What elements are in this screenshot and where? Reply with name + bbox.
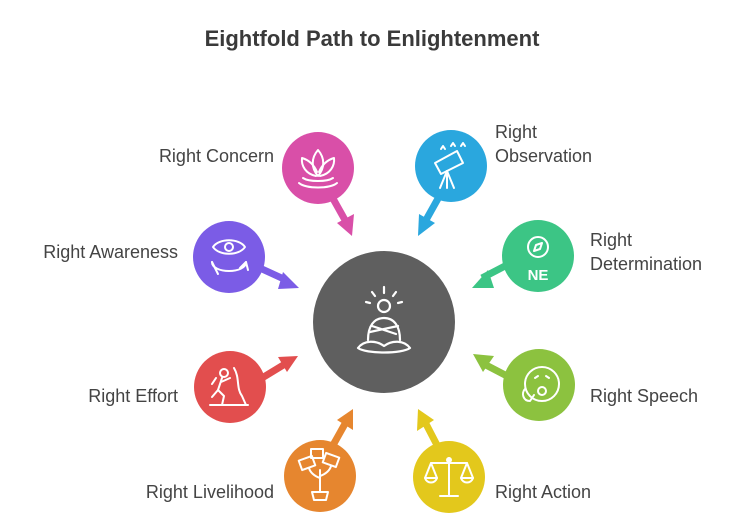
- diagram-title: Eightfold Path to Enlightenment: [204, 26, 540, 51]
- outer-nodes: NE: [193, 130, 575, 513]
- label-speech: Right Speech: [590, 386, 699, 406]
- connector-livelihood: [328, 409, 353, 449]
- climber-icon: [209, 367, 249, 406]
- balance-scale-icon: [424, 457, 474, 497]
- connector-line: [482, 360, 509, 380]
- label-determination: Right Determination: [590, 230, 703, 274]
- label-concern: Right Concern: [158, 146, 274, 166]
- meditating-figure-icon: [356, 285, 412, 354]
- node-circle-speech: [503, 349, 575, 421]
- node-determination: NE: [502, 220, 574, 292]
- label-effort: Right Effort: [88, 386, 178, 406]
- node-observation: [415, 130, 487, 202]
- node-circle-observation: [415, 130, 487, 202]
- connector-arrowhead: [418, 214, 435, 236]
- connector-observation: [418, 193, 444, 236]
- money-plant-icon: [297, 448, 341, 501]
- node-speech: [503, 349, 575, 421]
- node-livelihood: [284, 440, 356, 512]
- connector-concern: [327, 193, 354, 236]
- compass-direction-label: NE: [528, 267, 549, 284]
- connector-line: [260, 361, 287, 381]
- connector-arrowhead: [278, 272, 299, 289]
- connector-awareness: [260, 265, 299, 289]
- center-node: [313, 251, 455, 393]
- node-concern: [282, 132, 354, 204]
- connector-arrowhead: [337, 214, 354, 236]
- node-effort: [194, 351, 266, 423]
- connector-arrowhead: [417, 409, 434, 431]
- lotus-icon: [298, 149, 338, 189]
- label-action: Right Action: [495, 482, 592, 502]
- label-observation: Right Observation: [495, 122, 593, 166]
- connector-arrowhead: [337, 409, 353, 430]
- node-circle-awareness: [193, 221, 265, 293]
- speaking-face-icon: [521, 366, 560, 402]
- compass-icon: NE: [527, 236, 549, 284]
- connector-line: [328, 420, 350, 449]
- connector-speech: [473, 354, 509, 380]
- connector-arrowhead: [472, 270, 494, 288]
- node-circle-effort: [194, 351, 266, 423]
- connector-effort: [260, 356, 298, 381]
- connector-arrowhead: [278, 356, 298, 372]
- eye-cycle-icon: [211, 239, 249, 275]
- connector-line: [421, 420, 442, 449]
- label-livelihood: Right Livelihood: [145, 482, 274, 502]
- node-awareness: [193, 221, 265, 293]
- connector-determination: [472, 262, 507, 288]
- label-awareness: Right Awareness: [43, 242, 178, 262]
- connector-arrowhead: [473, 354, 494, 372]
- telescope-icon: [434, 142, 466, 189]
- node-circle-concern: [282, 132, 354, 204]
- center-circle: [313, 251, 455, 393]
- connector-action: [417, 409, 442, 449]
- node-action: [413, 441, 485, 513]
